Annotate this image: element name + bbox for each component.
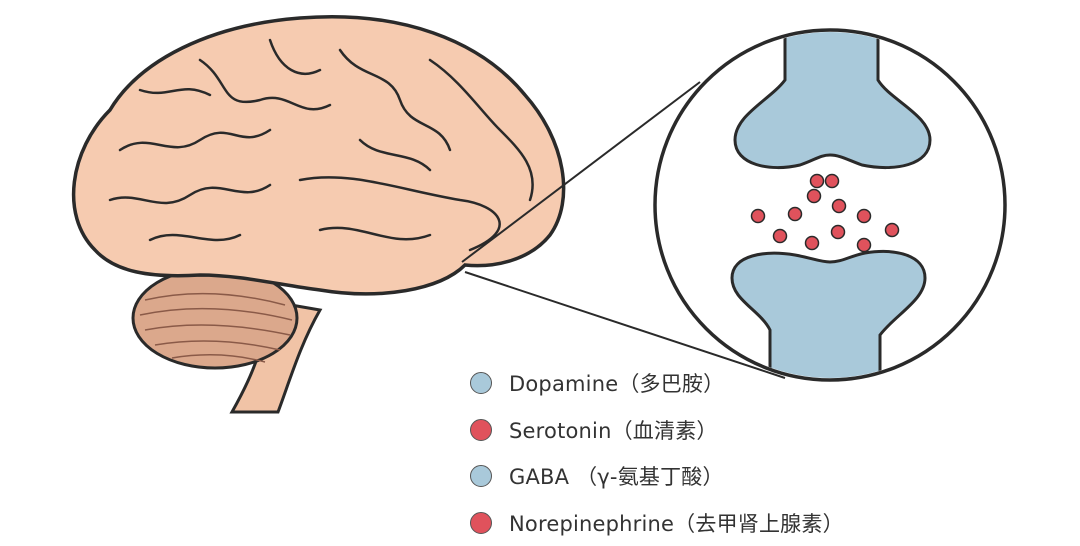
- cerebrum: [74, 17, 564, 294]
- legend-item-norepinephrine: Norepinephrine（去甲肾上腺素）: [470, 500, 844, 546]
- legend-label: Norepinephrine（去甲肾上腺素）: [509, 508, 844, 538]
- legend-item-gaba: GABA （γ-氨基丁酸）: [470, 453, 844, 500]
- legend-dot-icon: [470, 419, 492, 441]
- legend-item-dopamine: Dopamine（多巴胺）: [470, 360, 844, 407]
- legend: Dopamine（多巴胺） Serotonin（血清素） GABA （γ-氨基丁…: [470, 360, 844, 546]
- legend-item-serotonin: Serotonin（血清素）: [470, 407, 844, 454]
- legend-dot-icon: [470, 372, 492, 394]
- legend-label: Serotonin（血清素）: [509, 415, 718, 445]
- legend-label: Dopamine（多巴胺）: [509, 368, 724, 398]
- legend-dot-icon: [470, 512, 492, 534]
- legend-dot-icon: [470, 465, 492, 487]
- legend-label: GABA （γ-氨基丁酸）: [509, 461, 724, 491]
